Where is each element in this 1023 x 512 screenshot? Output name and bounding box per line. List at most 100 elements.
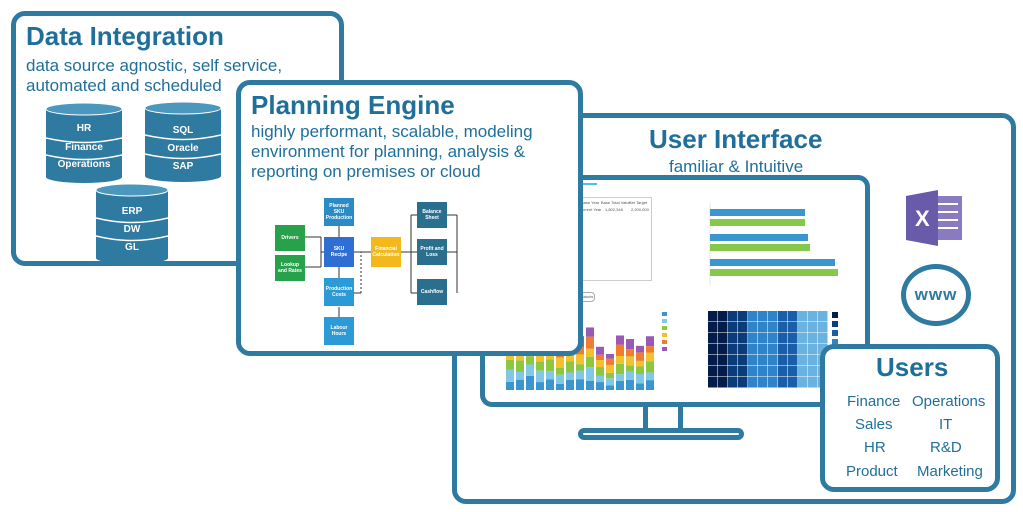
stacked-bar-segment [556, 367, 564, 375]
stacked-bar-segment [556, 383, 564, 390]
heatmap-cell [758, 344, 768, 355]
node-drivers: Drivers [275, 225, 305, 251]
hbar [710, 209, 805, 216]
stacked-bar-segment [546, 359, 554, 372]
heatmap-cell [708, 333, 718, 344]
stacked-bar-segment [596, 354, 604, 360]
user-group-hr: HR [864, 439, 886, 456]
heatmap-cell [748, 355, 758, 366]
db-label: GL [125, 242, 139, 253]
user-group-marketing: Marketing [917, 463, 983, 480]
node-labour-hours: Labour Hours [324, 317, 354, 345]
database-icon-erp: ERP DW GL [96, 184, 168, 264]
heatmap-cell [768, 344, 778, 355]
heatmap-cell [778, 377, 788, 388]
stacked-bar-segment [526, 364, 534, 376]
stacked-bar-segment [576, 370, 584, 380]
monitor-neck [643, 406, 683, 428]
stacked-bar-segment [586, 367, 594, 381]
heatmap-cell [708, 377, 718, 388]
heatmap-cell [748, 311, 758, 322]
stacked-bar-segment [606, 378, 614, 386]
heatmap-cell [718, 344, 728, 355]
hbar [710, 269, 838, 276]
heatmap-cell [758, 311, 768, 322]
stacked-bar-segment [626, 379, 634, 390]
heatmap-cell [808, 366, 818, 377]
www-icon-label: www [914, 285, 958, 304]
stacked-bar-segment [626, 365, 634, 372]
stacked-bar-segment [596, 382, 604, 390]
heatmap-cell [788, 355, 798, 366]
stacked-bar-segment [566, 352, 574, 362]
heatmap-cell [708, 322, 718, 333]
stacked-bar-segment [586, 336, 594, 349]
node-profit-loss: Profit and Loss [417, 239, 447, 265]
db-label: SAP [172, 161, 194, 172]
stacked-bar-segment [646, 361, 654, 373]
node-balance-sheet: Balance Sheet [417, 202, 447, 228]
table-row-4: 1,802,348 [605, 207, 623, 212]
heatmap-cell [768, 355, 778, 366]
stacked-bar-segment [586, 348, 594, 357]
user-interface-subtitle: familiar & Intuitive [669, 157, 804, 176]
user-interface-title: User Interface [649, 124, 823, 154]
data-integration-title: Data Integration [26, 21, 224, 51]
stacked-bar-segment [586, 327, 594, 337]
stacked-bar-segment [566, 379, 574, 390]
heatmap-cell [818, 311, 828, 322]
stacked-bar-segment [646, 352, 654, 362]
heatmap-cell [738, 366, 748, 377]
node-production-costs: Production Costs [324, 278, 354, 306]
stacked-bar-segment [636, 383, 644, 390]
stacked-bar-segment [596, 346, 604, 355]
heatmap-cell [808, 355, 818, 366]
stacked-bar-segment [636, 360, 644, 367]
heatmap-cell [708, 344, 718, 355]
stacked-bar-segment [646, 372, 654, 381]
heatmap-cell [788, 344, 798, 355]
heatmap-cell [718, 322, 728, 333]
stacked-bar-segment [646, 336, 654, 347]
heatmap-cell [788, 333, 798, 344]
table-row-5: 2,200,000 [631, 207, 649, 212]
hbar [710, 234, 808, 241]
stacked-bar-segment [516, 379, 524, 390]
node-financial-calculation: Financial Calculation [371, 237, 401, 267]
db-label: Finance [65, 142, 103, 153]
stacked-bar-segment [606, 354, 614, 359]
horizontal-bar-chart [709, 203, 838, 285]
heatmap-cell [768, 322, 778, 333]
heatmap-cell [718, 366, 728, 377]
www-icon: www [901, 264, 971, 326]
db-label: ERP [121, 206, 143, 217]
hbar [710, 259, 835, 266]
heatmap-cell [718, 333, 728, 344]
heatmap-cell [758, 377, 768, 388]
heatmap-cell [738, 311, 748, 322]
heatmap-cell [808, 333, 818, 344]
stacked-bar-segment [636, 374, 644, 384]
heatmap-cell [798, 311, 808, 322]
heatmap-cell [718, 377, 728, 388]
heatmap-cell [788, 377, 798, 388]
stacked-bar-segment [626, 339, 634, 350]
heatmap-cell [758, 366, 768, 377]
heatmap-cell [798, 322, 808, 333]
stacked-bar-segment [546, 379, 554, 390]
hbar [710, 244, 810, 251]
stacked-bar-segment [626, 356, 634, 366]
heatmap-cell [788, 322, 798, 333]
heatmap-cell [818, 333, 828, 344]
stacked-bar-segment [596, 360, 604, 368]
heatmap-cell [798, 377, 808, 388]
data-integration-subtitle-1: data source agnostic, self service, [26, 56, 283, 75]
stacked-bar-segment [526, 356, 534, 365]
heatmap-cell [798, 355, 808, 366]
heatmap-cell [748, 322, 758, 333]
stacked-bar-segment [616, 355, 624, 364]
stacked-bar-segment [606, 358, 614, 365]
db-label: Operations [57, 159, 111, 170]
heatmap-cell [808, 322, 818, 333]
stacked-bar-segment [636, 366, 644, 374]
